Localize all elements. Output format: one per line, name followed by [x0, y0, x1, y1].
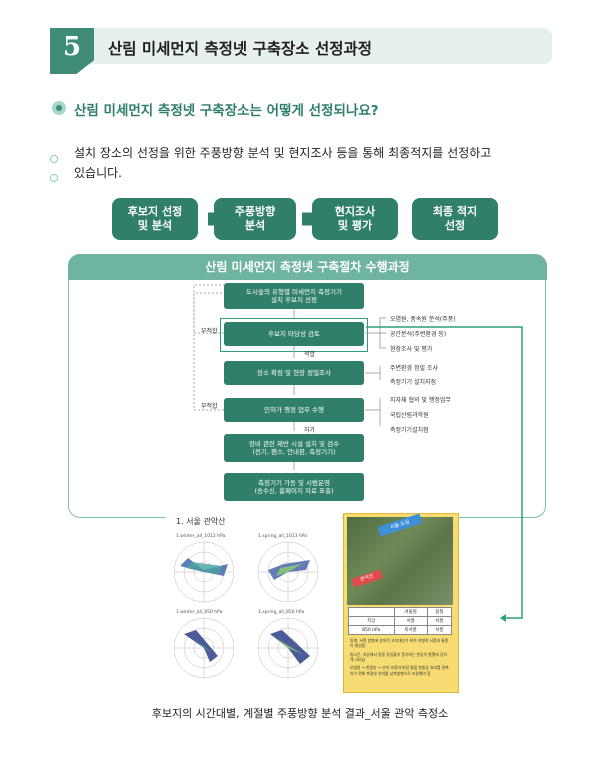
body-bullet-icon — [50, 148, 66, 182]
note-b-2: 측정기기 설치지점 — [390, 379, 437, 386]
flow-box-5: 장비 관련 제반 시설 설치 및 검수(전기, 펜스, 안내판, 측정기기) — [224, 434, 364, 462]
label-fit: 적합 — [304, 351, 316, 358]
figure-heading: 1. 서울 관악산 — [176, 517, 226, 526]
section-header-bar — [50, 28, 552, 64]
body-text-line1: 설치 장소의 선정을 위한 주풍방향 분석 및 현지조사 등을 통해 최종적지를… — [74, 146, 492, 160]
figure-caption: 후보지의 시간대별, 계절별 주풍방향 분석 결과_서울 관악 측정소 — [151, 707, 449, 720]
body-text-line2: 있습니다. — [74, 166, 122, 180]
radar-title-4: 1.spring_all_850 hPa — [258, 610, 305, 615]
figure-note-1: 동계, 서쪽 방향에 상대적 고지대인가 위치 지형적 서풍과 통풍이 형성됨 — [350, 638, 449, 649]
figure-note-2: 밤시간, 지상에서 동풍 유입율이 증가하는 현상이 봄철에 강하게 나타남 — [350, 651, 447, 662]
note-c-2: 국립산림과학원 — [390, 412, 429, 419]
flow-box-6: 측정기기 가동 및 시범운영(송수신, 홈페이지 자료 표출) — [224, 473, 364, 501]
flow-box-3: 장소 확정 및 현장 정밀조사 — [224, 361, 364, 385]
question-bullet-icon — [52, 101, 66, 115]
radar-figure — [166, 514, 342, 692]
radar-charts — [173, 541, 319, 679]
note-c-3: 측정기기설치점 — [390, 427, 429, 434]
flow-box-4: 인허가 행정 업무 수행 — [224, 398, 364, 422]
process-panel-title: 산림 미세먼지 측정넷 구축절차 수행과정 — [68, 254, 547, 280]
label-permit: 허가 — [304, 427, 316, 434]
note-a-2: 공간분석(주변환경 등) — [390, 331, 447, 338]
section-number: 5 — [62, 32, 82, 62]
figure-note-3: 오염원 → 한중송 → 산지 조용의 바람 통합 한중송 효과를 관측하기 위해… — [350, 665, 449, 676]
section-title: 산림 미세먼지 측정넷 구축장소 선정과정 — [108, 40, 373, 58]
label-unfit-1: 부적합 — [201, 328, 218, 335]
note-b-1: 주변환경 정밀 조사 — [390, 365, 438, 372]
note-c-1: 지자체 협의 및 행정업무 — [390, 397, 451, 404]
satellite-map-image — [347, 517, 453, 605]
flow-box-2: 후보지 타당성 검토 — [224, 322, 364, 346]
radar-title-2: 1.spring_all_1013 hPa — [258, 534, 308, 539]
figure-notes: 동계, 서쪽 방향에 상대적 고지대인가 위치 지형적 서풍과 통풍이 형성됨 … — [350, 638, 450, 676]
label-unfit-2: 부적합 — [201, 403, 218, 410]
note-a-1: 오염원, 풍속원 분석(주풍) — [390, 316, 456, 323]
flow-connectors — [193, 284, 523, 622]
question-heading: 산림 미세먼지 측정넷 구축장소는 어떻게 선정되나요? — [74, 103, 379, 119]
note-a-3: 현장조사 및 평가 — [390, 346, 433, 353]
radar-title-3: 1.winter_all_850 hPa — [176, 610, 223, 615]
radar-title-1: 1.winter_all_1013 hPa — [176, 534, 226, 539]
